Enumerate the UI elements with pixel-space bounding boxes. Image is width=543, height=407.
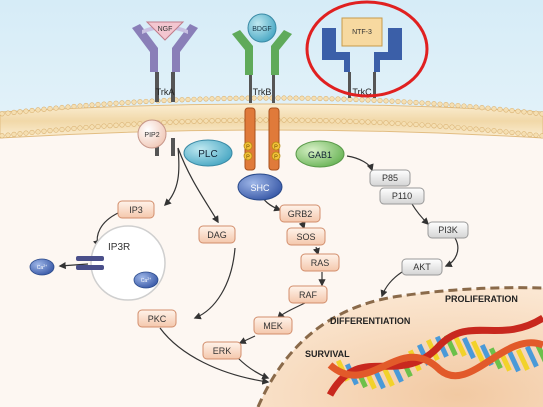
phosphate-group: P bbox=[243, 141, 253, 151]
svg-text:GAB1: GAB1 bbox=[308, 150, 332, 160]
svg-text:P: P bbox=[246, 145, 250, 151]
svg-text:AKT: AKT bbox=[413, 262, 431, 272]
node-plc: PLC bbox=[183, 139, 233, 167]
trkc-label: TrkC bbox=[352, 87, 372, 97]
node-p85: P85 bbox=[369, 169, 411, 187]
outcome-differentiation: DIFFERENTIATION bbox=[330, 316, 410, 326]
node-pip2: PIP2 bbox=[137, 119, 167, 149]
svg-text:RAF: RAF bbox=[299, 290, 318, 300]
svg-text:Ca2+: Ca2+ bbox=[141, 277, 151, 284]
ntf3-label: NTF-3 bbox=[352, 29, 372, 36]
node-mek: MEK bbox=[253, 316, 293, 335]
bdgf-label: BDGF bbox=[252, 26, 271, 33]
ip3r-compartment: IP3R Ca2+ bbox=[76, 225, 166, 301]
outcome-survival: SURVIVAL bbox=[305, 349, 350, 359]
node-p110: P110 bbox=[379, 187, 425, 205]
nucleus bbox=[256, 286, 543, 407]
node-erk: ERK bbox=[202, 341, 242, 360]
calcium-ion-outer: Ca2+ bbox=[29, 258, 55, 276]
trkb-receptor: BDGF TrkB P P P P bbox=[232, 13, 292, 171]
svg-text:MEK: MEK bbox=[263, 321, 283, 331]
calcium-ion-inner: Ca2+ bbox=[133, 271, 159, 289]
svg-text:P110: P110 bbox=[392, 191, 412, 201]
phosphate-group: P bbox=[271, 151, 281, 161]
svg-text:RAS: RAS bbox=[311, 258, 330, 268]
ip3r-channel bbox=[76, 256, 104, 261]
trkc-highlight-circle bbox=[305, 0, 429, 98]
svg-text:DAG: DAG bbox=[207, 230, 227, 240]
node-grb2: GRB2 bbox=[279, 204, 321, 223]
node-pi3k: PI3K bbox=[427, 221, 469, 239]
phosphate-group: P bbox=[271, 141, 281, 151]
outcome-proliferation: PROLIFERATION bbox=[445, 294, 518, 304]
svg-text:Ca2+: Ca2+ bbox=[37, 264, 47, 271]
ip3r-channel bbox=[76, 265, 104, 270]
ngf-ligand bbox=[145, 21, 185, 41]
trkb-label: TrkB bbox=[253, 87, 272, 97]
svg-text:PI3K: PI3K bbox=[438, 225, 458, 235]
node-raf: RAF bbox=[288, 285, 328, 304]
dna-helix bbox=[326, 314, 543, 397]
node-ras: RAS bbox=[300, 253, 340, 272]
node-shc: SHC bbox=[237, 173, 283, 201]
ngf-label: NGF bbox=[158, 26, 173, 33]
svg-text:P: P bbox=[246, 155, 250, 161]
trkc-receptor: NTF-3 TrkC bbox=[305, 0, 429, 98]
trka-receptor: NGF TrkA bbox=[132, 21, 198, 156]
svg-text:GRB2: GRB2 bbox=[288, 209, 313, 219]
svg-text:PLC: PLC bbox=[198, 149, 217, 160]
phosphate-group: P bbox=[243, 151, 253, 161]
node-sos: SOS bbox=[286, 227, 326, 246]
node-pkc: PKC bbox=[137, 309, 177, 328]
svg-text:P: P bbox=[274, 155, 278, 161]
svg-text:PIP2: PIP2 bbox=[144, 132, 159, 139]
svg-text:ERK: ERK bbox=[213, 346, 232, 356]
svg-text:IP3: IP3 bbox=[129, 205, 143, 215]
svg-text:P: P bbox=[274, 145, 278, 151]
node-gab1: GAB1 bbox=[295, 140, 345, 168]
node-dag: DAG bbox=[198, 225, 236, 244]
svg-text:P85: P85 bbox=[382, 173, 398, 183]
ntf3-ligand bbox=[341, 17, 383, 47]
svg-text:SHC: SHC bbox=[250, 183, 270, 193]
bdgf-ligand bbox=[247, 13, 277, 43]
svg-text:SOS: SOS bbox=[296, 232, 315, 242]
trka-label: TrkA bbox=[156, 87, 175, 97]
ip3r-label: IP3R bbox=[108, 242, 130, 253]
node-akt: AKT bbox=[401, 258, 443, 276]
node-ip3: IP3 bbox=[117, 200, 155, 219]
svg-text:PKC: PKC bbox=[148, 314, 167, 324]
